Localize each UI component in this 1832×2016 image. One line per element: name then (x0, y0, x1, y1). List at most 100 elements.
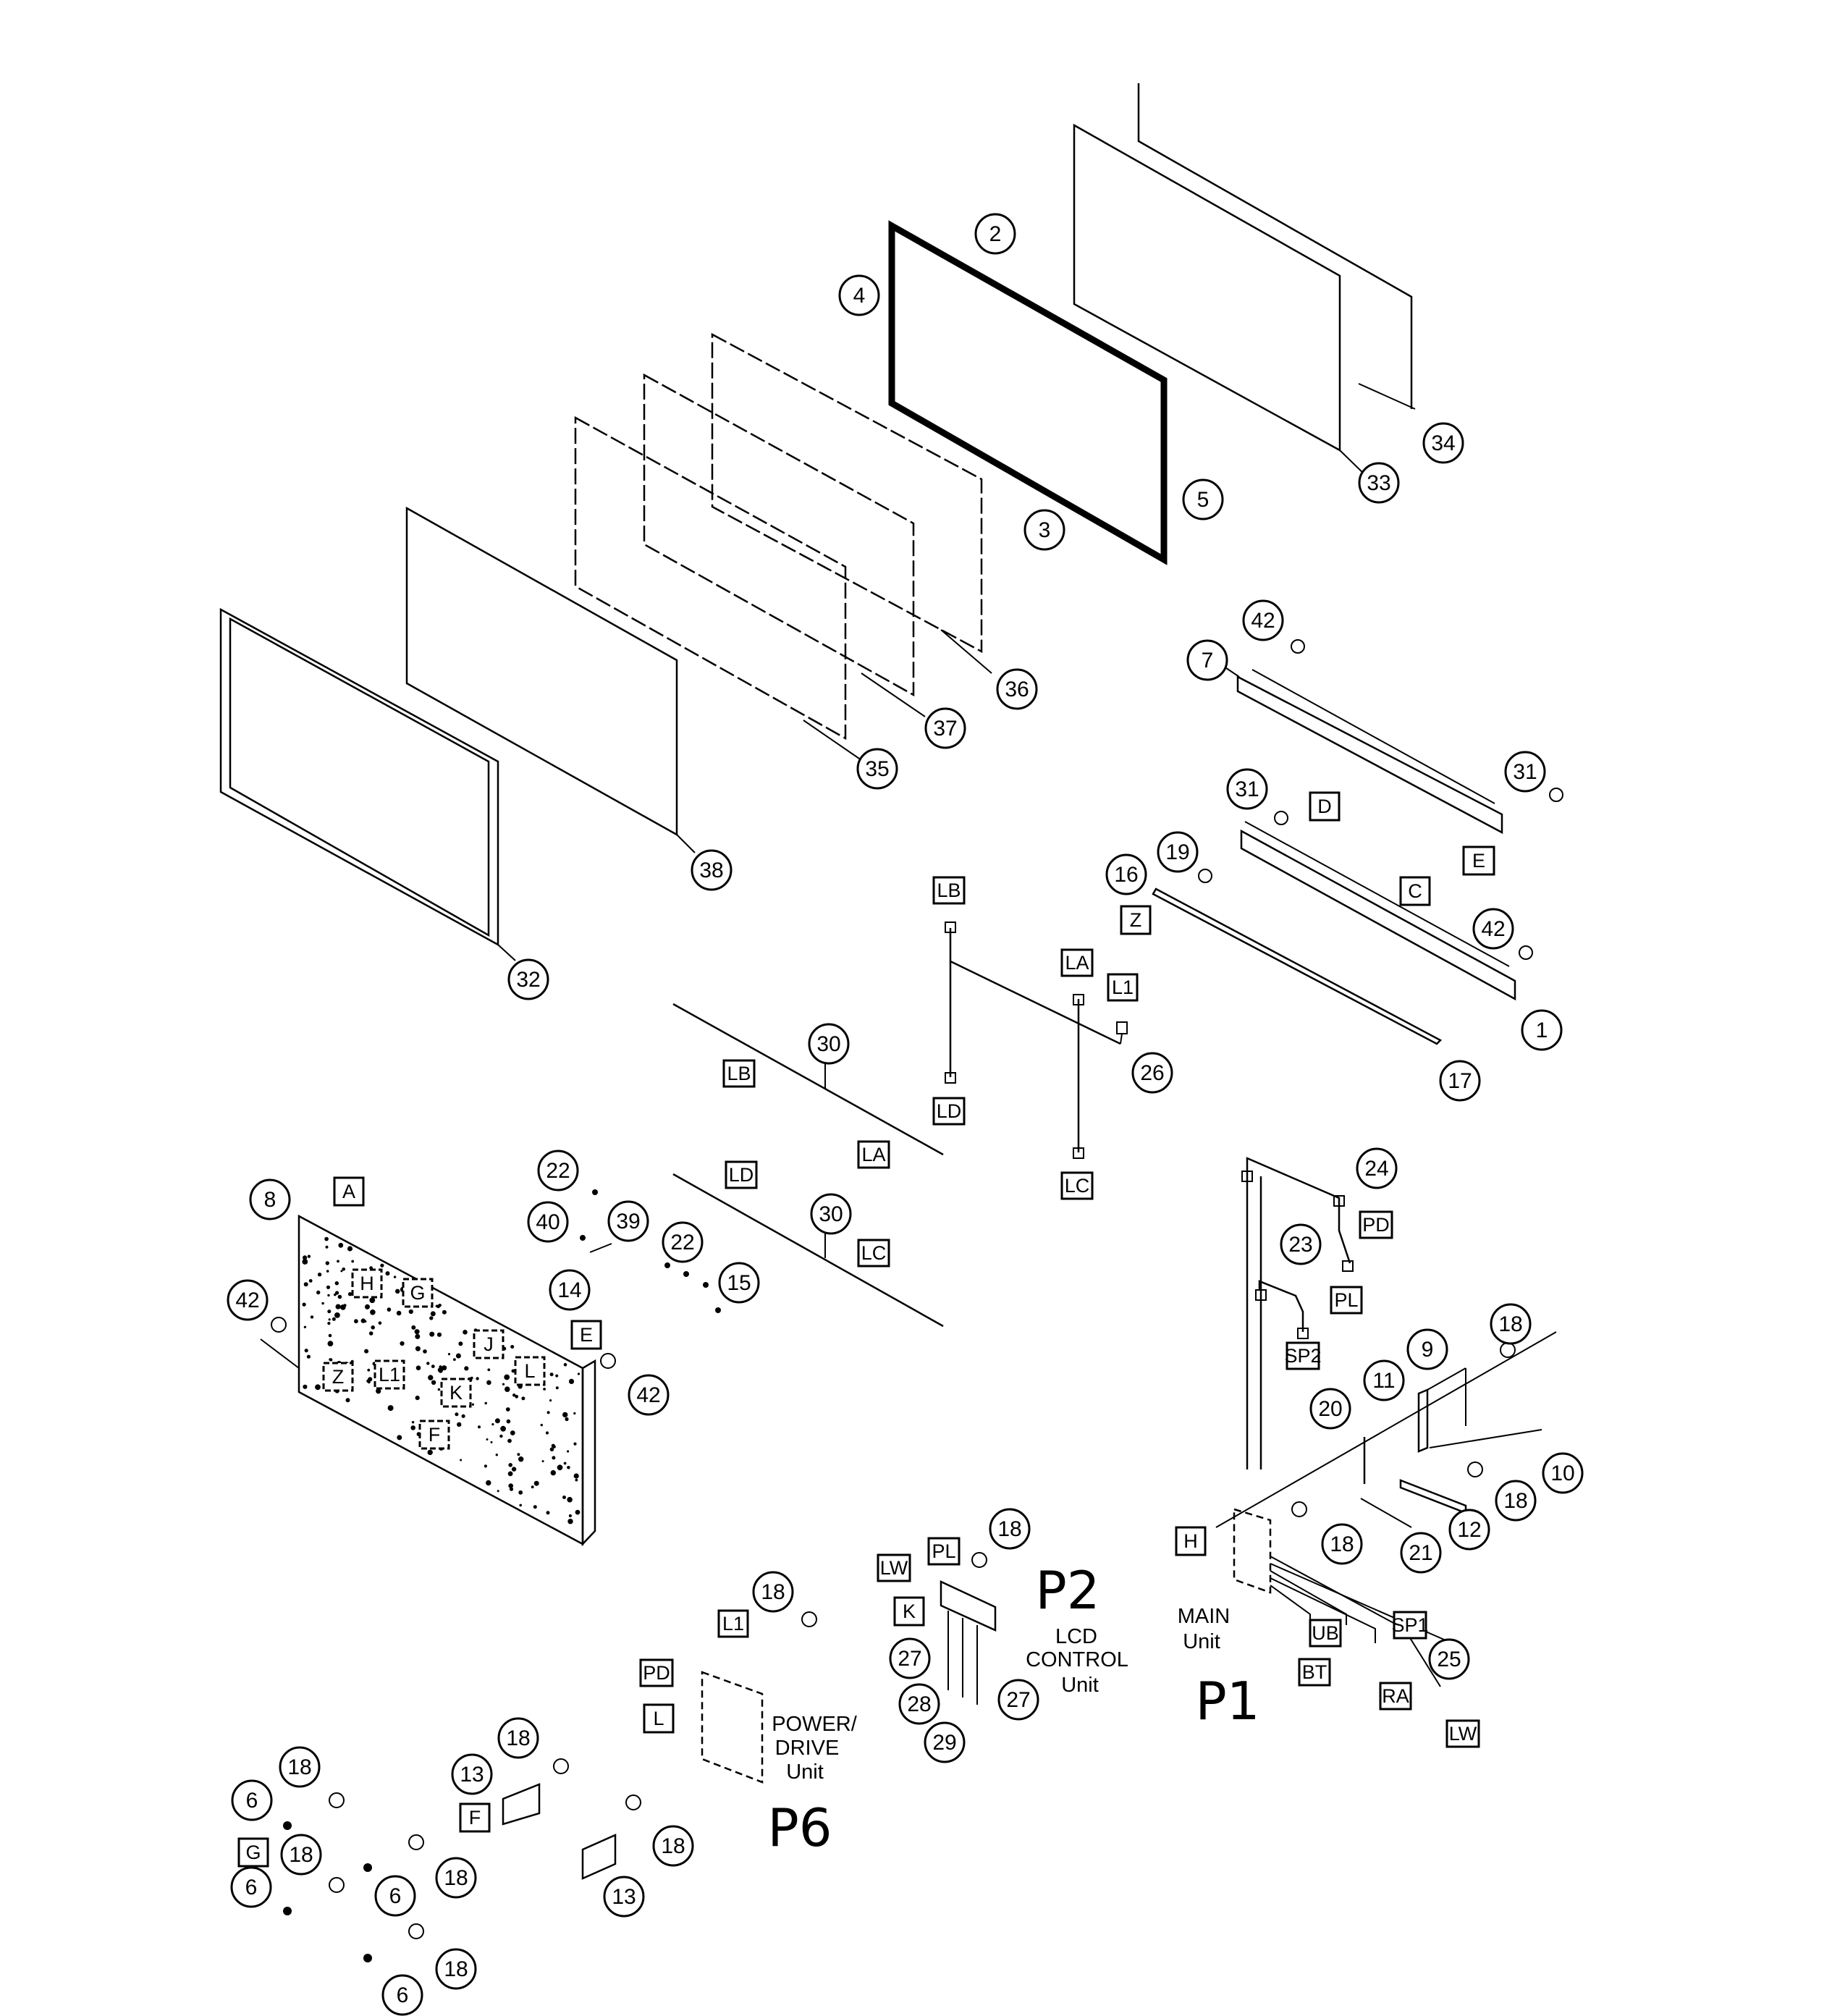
board-component (337, 1260, 339, 1263)
part-number-42: 42 (628, 1374, 670, 1416)
svg-text:36: 36 (1005, 678, 1029, 701)
connector-label-pd: PD (1359, 1210, 1393, 1239)
board-component (438, 1368, 443, 1373)
board-component (329, 1358, 333, 1362)
board-component (509, 1487, 514, 1491)
board-component (437, 1388, 441, 1391)
board-component (335, 1291, 339, 1295)
board-component (546, 1511, 550, 1515)
svg-text:18: 18 (506, 1726, 530, 1750)
board-component (327, 1309, 332, 1314)
svg-text:24: 24 (1364, 1157, 1388, 1181)
board-component (327, 1322, 331, 1325)
part-number-3: 3 (1023, 509, 1065, 551)
part-number-40: 40 (527, 1201, 569, 1243)
connector-label-pl: PL (1330, 1286, 1363, 1315)
part-number-6: 6 (381, 1974, 423, 2016)
board-component (486, 1438, 489, 1441)
svg-text:PL: PL (932, 1540, 955, 1562)
board-component (518, 1490, 523, 1495)
part-number-4: 4 (838, 274, 880, 316)
svg-text:RA: RA (1382, 1685, 1409, 1707)
board-component (431, 1380, 436, 1386)
connector-label-sp2: SP2 (1284, 1341, 1322, 1370)
part-number-31: 31 (1226, 768, 1268, 810)
connector-label-a: A (333, 1176, 365, 1207)
board-component (453, 1358, 456, 1361)
svg-text:10: 10 (1550, 1462, 1574, 1485)
part-number-33: 33 (1358, 462, 1400, 504)
part-number-26: 26 (1131, 1052, 1173, 1094)
part-number-32: 32 (507, 958, 549, 1000)
svg-text:30: 30 (816, 1032, 840, 1056)
board-component (505, 1386, 510, 1392)
svg-text:L: L (524, 1360, 535, 1382)
board-component (415, 1333, 421, 1339)
svg-text:SP2: SP2 (1284, 1345, 1321, 1367)
part-number-8: 8 (249, 1178, 291, 1220)
board-component (457, 1422, 462, 1427)
board-component (380, 1263, 384, 1268)
board-component (442, 1309, 447, 1315)
connector-label-pd: PD (639, 1658, 674, 1687)
board-component (427, 1449, 433, 1456)
board-component (354, 1319, 358, 1324)
svg-text:37: 37 (933, 717, 957, 741)
svg-text:L: L (653, 1708, 664, 1729)
board-component (345, 1398, 350, 1403)
part-number-16: 16 (1105, 853, 1147, 895)
part-number-6: 6 (231, 1779, 273, 1821)
board-component (546, 1411, 550, 1414)
part-number-37: 37 (924, 707, 966, 749)
part-number-18: 18 (1490, 1303, 1532, 1345)
svg-text:G: G (410, 1282, 425, 1304)
part-number-24: 24 (1356, 1147, 1398, 1189)
board-component (552, 1445, 556, 1448)
svg-text:13: 13 (460, 1763, 484, 1787)
board-component (486, 1380, 491, 1386)
svg-text:H: H (1183, 1530, 1198, 1552)
board-component (555, 1374, 559, 1378)
board-component (541, 1460, 544, 1463)
svg-text:L1: L1 (1112, 977, 1134, 998)
part-number-5: 5 (1182, 478, 1224, 520)
connector-label-j: J (473, 1329, 505, 1359)
main-unit-page: P1 (1195, 1671, 1259, 1732)
board-component (519, 1503, 522, 1507)
svg-text:11: 11 (1372, 1369, 1395, 1393)
svg-text:18: 18 (1503, 1489, 1527, 1513)
board-component (494, 1418, 500, 1424)
board-component (414, 1329, 420, 1335)
board-component (395, 1289, 400, 1294)
board-component (521, 1396, 525, 1401)
board-component (504, 1374, 510, 1380)
connector-label-l1: L1 (717, 1609, 749, 1638)
board-component (577, 1372, 581, 1375)
power-drive-label-2: DRIVE (775, 1737, 840, 1760)
main-unit-cables (1215, 1157, 1557, 1528)
part-number-28: 28 (898, 1683, 940, 1725)
power-drive-page: P6 (767, 1797, 832, 1858)
board-component (337, 1294, 342, 1299)
board-component (563, 1462, 567, 1465)
part-number-10: 10 (1542, 1452, 1584, 1494)
svg-text:18: 18 (444, 1866, 468, 1890)
board-component (310, 1315, 314, 1319)
part-8-board (260, 1214, 596, 1547)
svg-text:15: 15 (727, 1271, 751, 1295)
board-component (371, 1325, 375, 1330)
small-parts (580, 1189, 721, 1313)
part-number-18: 18 (435, 1948, 477, 1990)
board-component (351, 1260, 355, 1263)
board-component (486, 1480, 491, 1486)
svg-text:LB: LB (937, 880, 961, 901)
board-component (502, 1383, 505, 1386)
part-number-18: 18 (435, 1857, 477, 1899)
svg-text:18: 18 (444, 1957, 468, 1981)
connector-label-ld: LD (725, 1160, 758, 1189)
board-component (367, 1368, 371, 1372)
connector-label-lw: LW (877, 1553, 911, 1582)
lcd-control-page: P2 (1035, 1560, 1099, 1621)
board-component (562, 1496, 566, 1499)
connector-label-h: H (351, 1268, 383, 1299)
